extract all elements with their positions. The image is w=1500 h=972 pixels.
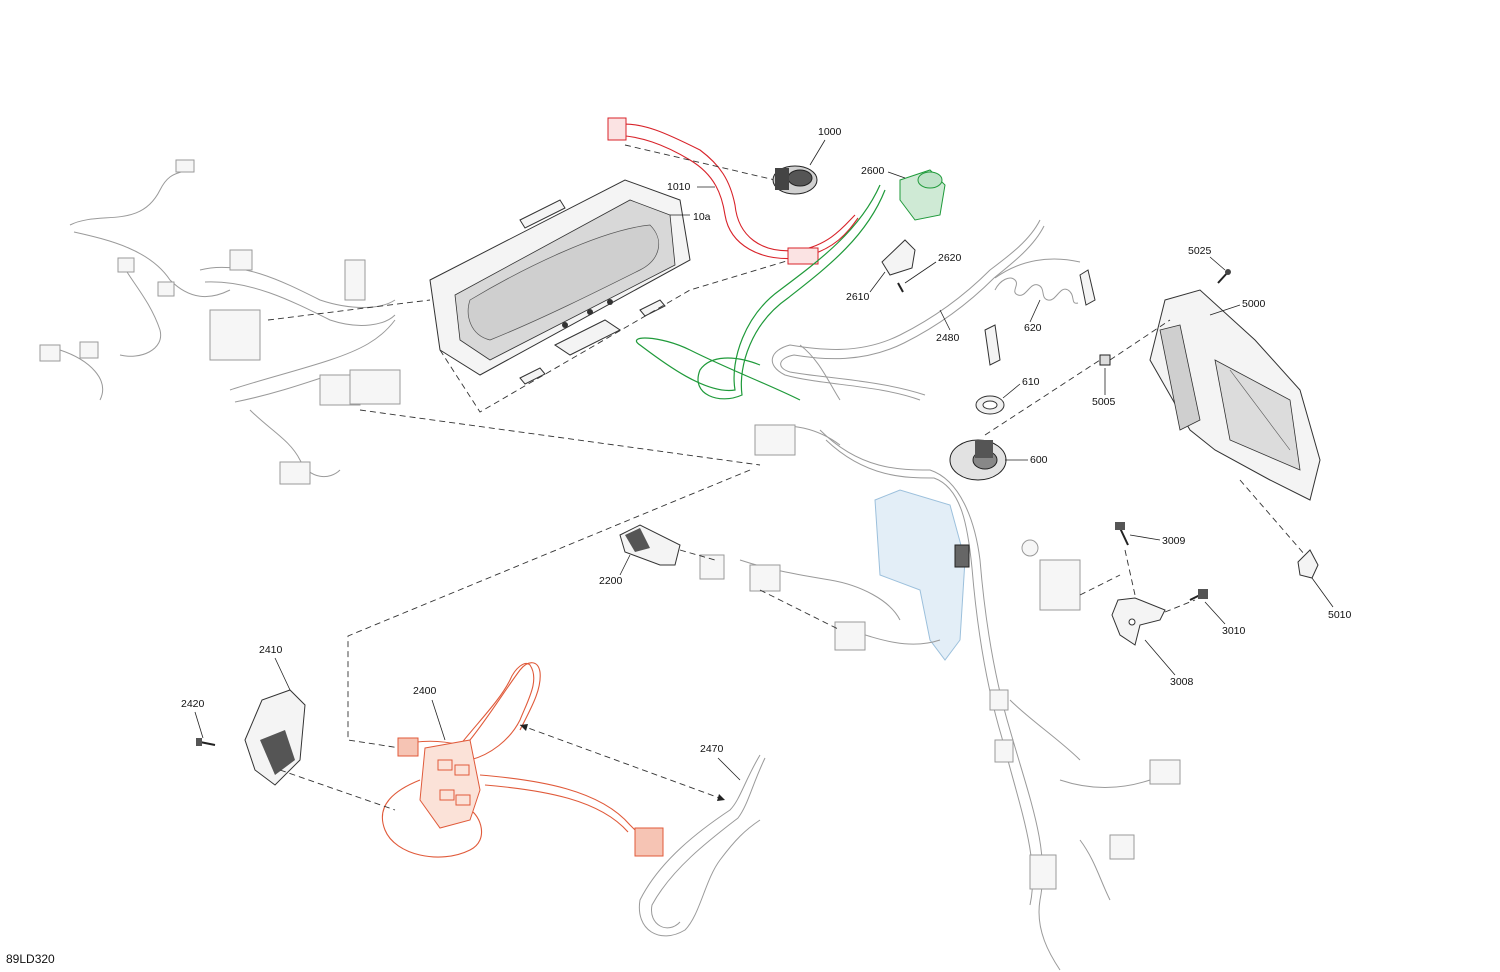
- clip-5010: [1297, 549, 1319, 579]
- screw-3010: [1189, 589, 1208, 601]
- main-frame-harness: [699, 424, 1181, 971]
- ignition-switch: [949, 439, 1007, 481]
- usb-port-harness: [635, 169, 946, 401]
- control-module: [1149, 289, 1321, 501]
- switch-cover: [244, 689, 306, 786]
- callout-5005: 5005: [1092, 396, 1116, 408]
- callout-5010: 5010: [1328, 609, 1352, 621]
- callout-600: 600: [1030, 454, 1048, 466]
- screw-2420: [196, 738, 216, 746]
- callout-3008: 3008: [1170, 676, 1194, 688]
- callout-2400: 2400: [413, 685, 437, 697]
- callout-2480: 2480: [936, 332, 960, 344]
- left-wiring-harness: [39, 159, 401, 485]
- accessory-socket-harness: [607, 117, 859, 265]
- hose: [772, 219, 1045, 401]
- callout-610: 610: [1022, 376, 1040, 388]
- callout-2620: 2620: [938, 252, 962, 264]
- grommet: [975, 395, 1005, 415]
- drawing-id-label: 89LD320: [6, 952, 55, 966]
- callout-3010: 3010: [1222, 625, 1246, 637]
- screw-2620: [897, 282, 904, 293]
- callout-5000: 5000: [1242, 298, 1266, 310]
- switch-block-harness: [381, 662, 664, 858]
- nut-5005: [1099, 354, 1111, 366]
- instrument-cluster: [429, 179, 691, 385]
- callout-2420: 2420: [181, 698, 205, 710]
- bracket-3008: [1111, 597, 1166, 646]
- callout-1010: 1010: [667, 181, 691, 193]
- callout-620: 620: [1024, 322, 1042, 334]
- callout-2200: 2200: [599, 575, 623, 587]
- screw-3009: [1115, 522, 1129, 546]
- callout-5025: 5025: [1188, 245, 1212, 257]
- callout-2610: 2610: [846, 291, 870, 303]
- callout-2600: 2600: [861, 165, 885, 177]
- accessory-socket: [772, 165, 818, 195]
- callout-2410: 2410: [259, 644, 283, 656]
- usb-bracket: [881, 239, 916, 276]
- coiled-cord: [984, 258, 1096, 366]
- callout-1000: 1000: [818, 126, 842, 138]
- cable-strap: [638, 754, 766, 937]
- callout-2470: 2470: [700, 743, 724, 755]
- callout-3009: 3009: [1162, 535, 1186, 547]
- ecu-connector-block: [209, 309, 261, 361]
- screw-5025: [1217, 269, 1231, 284]
- sensor-2200: [619, 524, 681, 566]
- callout-10a: 10a: [693, 211, 711, 223]
